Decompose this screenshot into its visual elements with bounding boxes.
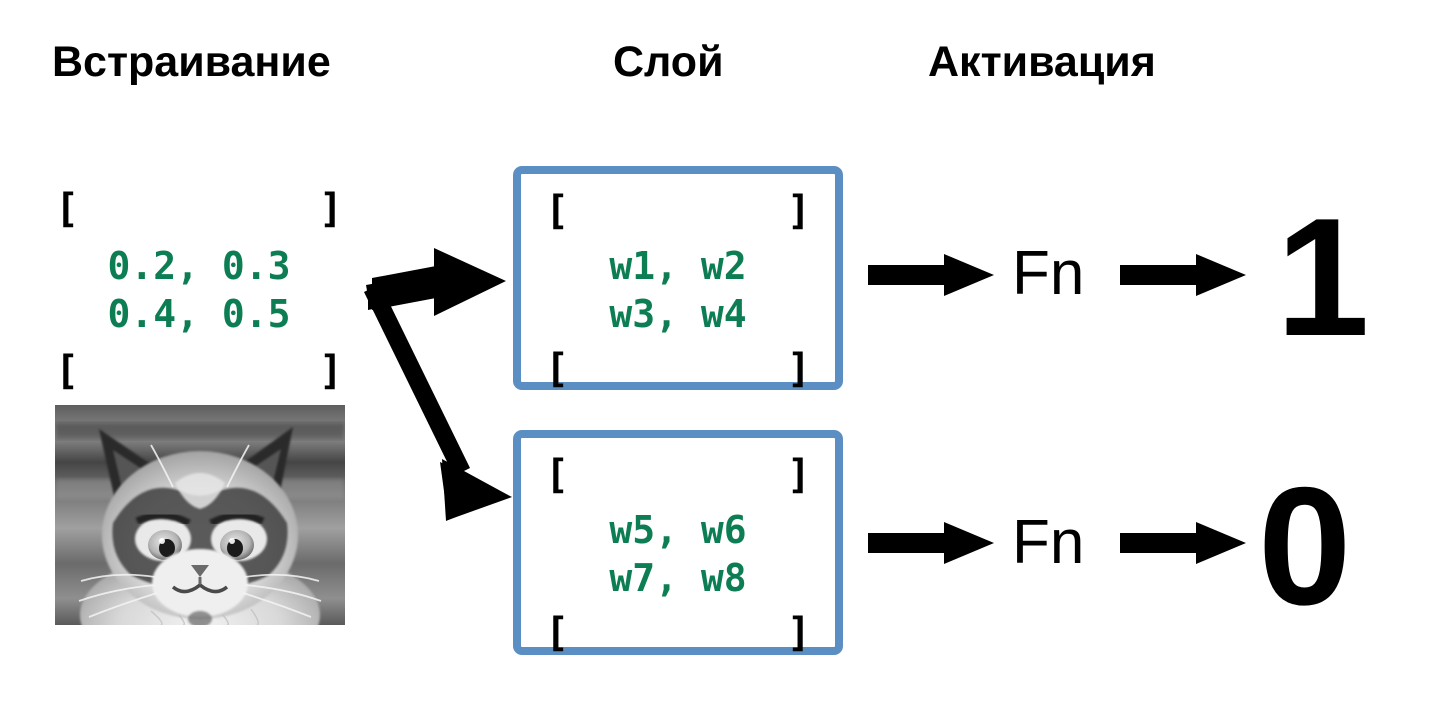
embedding-bracket-top: [ ]	[55, 186, 343, 232]
branch-arrow-down-icon	[364, 284, 512, 521]
bracket-open-icon: [	[55, 186, 80, 232]
layer-1-row-2: w3, w4	[609, 292, 747, 336]
column-header-embedding: Встраивание	[52, 38, 331, 86]
layer-2-matrix: [ ] w5, w6 w7, w8 [ ]	[521, 438, 835, 668]
bracket-open-icon: [	[545, 188, 570, 234]
bracket-close-icon: ]	[786, 610, 811, 656]
branch-arrow-up-icon	[366, 248, 506, 316]
arrow-fn1-to-output-icon	[1120, 254, 1246, 296]
layer-2-bracket-top: [ ]	[545, 452, 811, 498]
grumpy-cat-photo-icon	[55, 405, 345, 625]
arrow-layer1-to-fn-icon	[868, 254, 994, 296]
layer-2-bracket-bottom: [ ]	[545, 610, 811, 656]
layer-2-row-2: w7, w8	[609, 556, 747, 600]
bracket-open-icon: [	[545, 346, 570, 392]
activation-fn-label-1: Fn	[1012, 239, 1085, 308]
embedding-matrix: [ ] 0.2, 0.3 0.4, 0.5 [ ]	[55, 186, 343, 394]
column-header-activation: Активация	[928, 38, 1156, 86]
embedding-source-image	[55, 405, 345, 625]
layer-1-bracket-top: [ ]	[545, 188, 811, 234]
bracket-close-icon: ]	[318, 186, 343, 232]
bracket-close-icon: ]	[786, 188, 811, 234]
arrow-fn2-to-output-icon	[1120, 522, 1246, 564]
embedding-bracket-bottom: [ ]	[55, 348, 343, 394]
bracket-open-icon: [	[545, 610, 570, 656]
embedding-row-1: 0.2, 0.3	[107, 244, 291, 288]
layer-1-bracket-bottom: [ ]	[545, 346, 811, 392]
layer-1-matrix: [ ] w1, w2 w3, w4 [ ]	[521, 174, 835, 404]
column-header-layer: Слой	[613, 38, 724, 86]
layer-box-2[interactable]: [ ] w5, w6 w7, w8 [ ]	[513, 430, 843, 656]
bracket-open-icon: [	[545, 452, 570, 498]
bracket-close-icon: ]	[786, 346, 811, 392]
activation-fn-label-2: Fn	[1012, 508, 1085, 577]
arrow-layer2-to-fn-icon	[868, 522, 994, 564]
bracket-close-icon: ]	[318, 348, 343, 394]
output-value-1: 1	[1276, 183, 1370, 371]
embedding-row-2: 0.4, 0.5	[107, 292, 291, 336]
bracket-close-icon: ]	[786, 452, 811, 498]
layer-2-row-1: w5, w6	[609, 508, 747, 552]
layer-1-row-1: w1, w2	[609, 244, 747, 288]
layer-box-1[interactable]: [ ] w1, w2 w3, w4 [ ]	[513, 166, 843, 392]
bracket-open-icon: [	[55, 348, 80, 394]
output-value-2: 0	[1258, 452, 1352, 640]
